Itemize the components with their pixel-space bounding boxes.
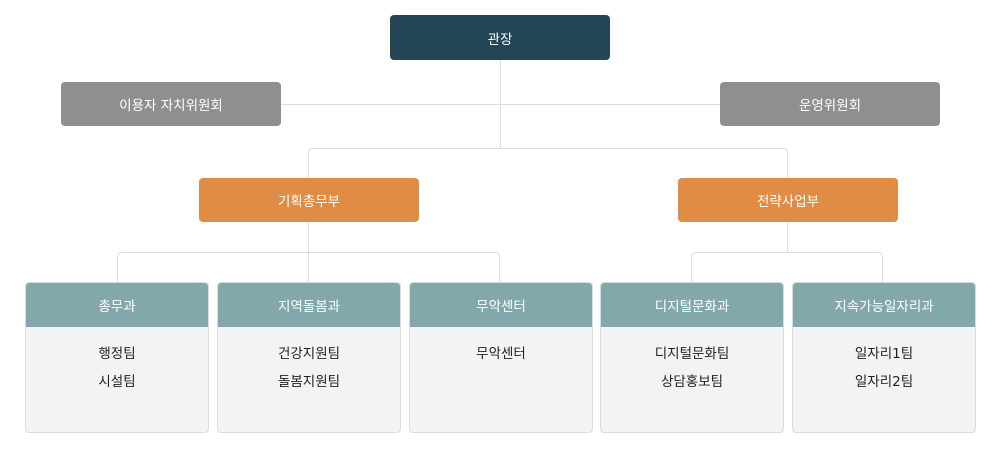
team-item: 시설팀 bbox=[98, 374, 136, 390]
team-item: 일자리2팀 bbox=[854, 374, 914, 390]
team-item: 행정팀 bbox=[98, 346, 136, 362]
team-item: 돌봄지원팀 bbox=[277, 374, 341, 390]
department-name: 지역돌봄과 bbox=[218, 283, 400, 327]
director-box: 관장 bbox=[390, 15, 610, 60]
team-item: 디지털문화팀 bbox=[654, 346, 730, 362]
team-item: 건강지원팀 bbox=[277, 346, 341, 362]
team-list: 디지털문화팀 상담홍보팀 bbox=[601, 327, 783, 396]
department-name: 총무과 bbox=[26, 283, 208, 327]
team-list: 무악센터 bbox=[410, 327, 592, 368]
division-box-planning: 기획총무부 bbox=[199, 178, 419, 222]
team-item: 무악센터 bbox=[476, 346, 526, 362]
operating-committee-box: 운영위원회 bbox=[720, 82, 940, 126]
connector-division-2 bbox=[691, 222, 883, 282]
department-card-general-affairs: 총무과 행정팀 시설팀 bbox=[25, 282, 209, 433]
department-name: 디지털문화과 bbox=[601, 283, 783, 327]
connector-division-1 bbox=[117, 222, 500, 282]
connector-divisions bbox=[308, 148, 788, 178]
department-card-community-care: 지역돌봄과 건강지원팀 돌봄지원팀 bbox=[217, 282, 401, 433]
department-card-sustainable-jobs: 지속가능일자리과 일자리1팀 일자리2팀 bbox=[792, 282, 976, 433]
division-box-strategy: 전략사업부 bbox=[678, 178, 898, 222]
team-list: 일자리1팀 일자리2팀 bbox=[793, 327, 975, 396]
team-item: 상담홍보팀 bbox=[660, 374, 724, 390]
team-list: 행정팀 시설팀 bbox=[26, 327, 208, 396]
team-item: 일자리1팀 bbox=[854, 346, 914, 362]
department-name: 무악센터 bbox=[410, 283, 592, 327]
department-card-digital-culture: 디지털문화과 디지털문화팀 상담홍보팀 bbox=[600, 282, 784, 433]
team-list: 건강지원팀 돌봄지원팀 bbox=[218, 327, 400, 396]
department-card-muak-center: 무악센터 무악센터 bbox=[409, 282, 593, 433]
user-committee-box: 이용자 자치위원회 bbox=[61, 82, 281, 126]
department-name: 지속가능일자리과 bbox=[793, 283, 975, 327]
